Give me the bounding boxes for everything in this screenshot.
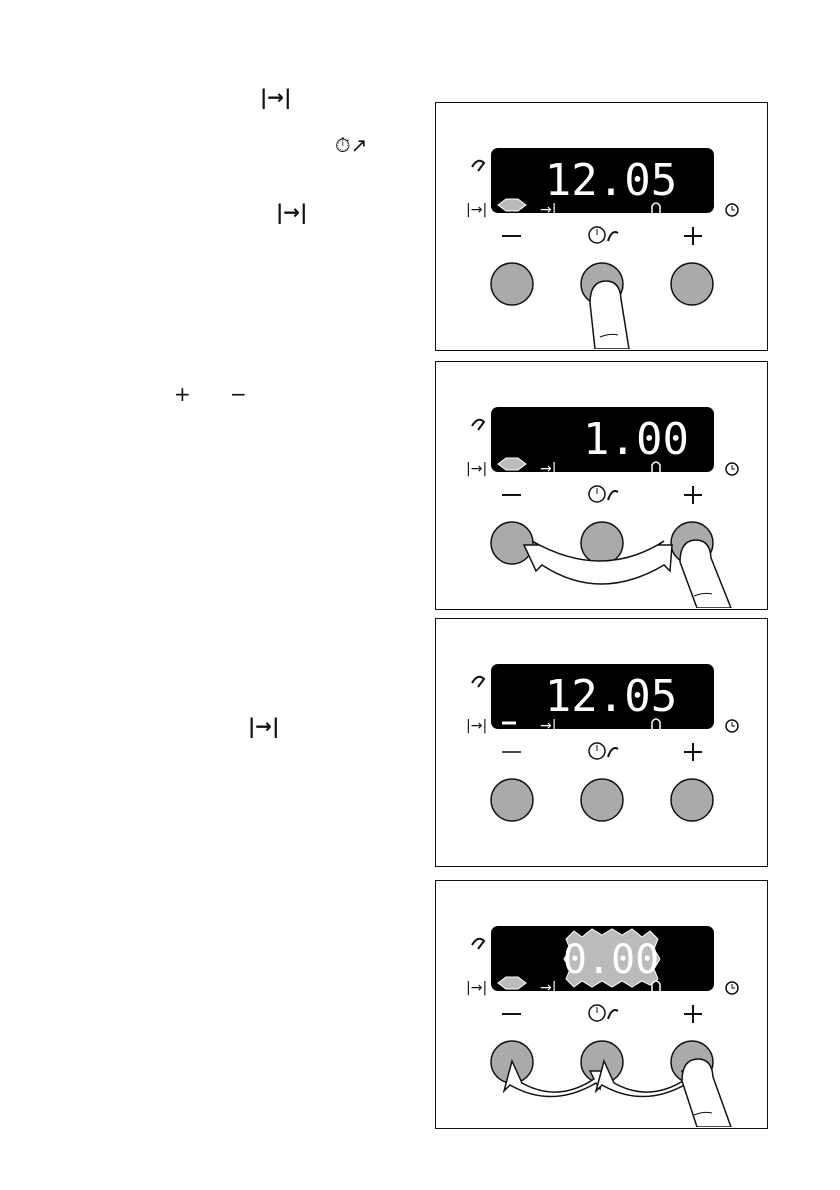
minus-button[interactable] <box>490 778 534 822</box>
double-arrow <box>522 540 673 585</box>
panel-4: 0.00 |→| →| <box>435 880 768 1129</box>
bell-icon <box>650 202 663 216</box>
plus-label <box>684 486 702 504</box>
clock-icon <box>725 719 739 733</box>
display-screen <box>491 148 714 213</box>
flashing-indicator <box>497 198 527 212</box>
duration-icon: →| <box>540 461 556 477</box>
finger <box>681 1058 732 1127</box>
panel-2: 1.00 |→| →| <box>435 361 768 610</box>
clock-function-icon <box>588 742 619 760</box>
minus-button[interactable] <box>490 521 534 565</box>
plus-button[interactable] <box>670 262 714 306</box>
display-digits: 12.05 <box>545 155 677 206</box>
probe-icon <box>471 937 486 950</box>
probe-icon <box>471 159 486 172</box>
clock-function-icon <box>588 226 619 244</box>
flashing-burst <box>563 928 661 988</box>
minus-button[interactable] <box>490 262 534 306</box>
display-digits: 12.05 <box>545 671 677 722</box>
end-time-icon: |→| <box>466 461 487 477</box>
probe-icon <box>471 675 486 688</box>
end-time-icon: |→| <box>466 718 487 734</box>
panel-3: 12.05 |→| →| <box>435 618 768 867</box>
finger <box>589 280 630 349</box>
clock-icon <box>725 203 739 217</box>
clock-icon <box>725 981 739 995</box>
bell-icon <box>650 980 663 994</box>
plus-label <box>684 227 702 245</box>
plus-button[interactable] <box>670 778 714 822</box>
clock-function-icon <box>588 1004 619 1022</box>
clock-button[interactable] <box>580 521 624 565</box>
bell-icon <box>650 461 663 475</box>
probe-icon <box>471 418 486 431</box>
duration-icon: →| <box>540 202 556 218</box>
clock-icon <box>725 462 739 476</box>
plus-label <box>684 1005 702 1023</box>
end-time-icon-3: |→| <box>248 714 280 738</box>
duration-icon: →| <box>540 718 556 734</box>
clock-button[interactable] <box>580 778 624 822</box>
duration-icon: →| <box>540 980 556 996</box>
plus-symbol: + <box>174 382 191 406</box>
finger <box>679 539 732 608</box>
end-time-icon: |→| <box>260 85 292 109</box>
minus-symbol: − <box>230 382 247 406</box>
flashing-indicator <box>497 457 527 471</box>
display-screen <box>491 664 714 729</box>
display-digits: 1.00 <box>583 414 689 465</box>
display-digits: 0.00 <box>563 937 659 983</box>
clock-function-icon: ⏱︎↗ <box>335 133 368 157</box>
end-time-icon: |→| <box>466 202 487 218</box>
plus-label <box>684 743 702 761</box>
panel-1: 12.05 |→| →| <box>435 102 768 351</box>
display-screen <box>491 407 714 472</box>
clock-function-icon <box>588 485 619 503</box>
end-time-icon-2: |→| <box>276 200 308 224</box>
bell-icon <box>650 718 663 732</box>
end-time-icon: |→| <box>466 980 487 996</box>
flashing-indicator <box>497 976 527 990</box>
